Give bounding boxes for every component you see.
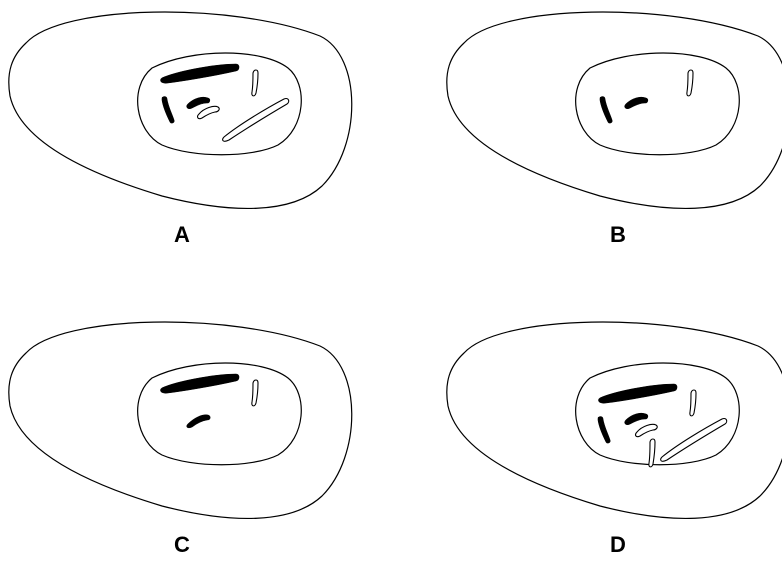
- small-hollow-mark: [197, 105, 220, 120]
- long-hollow-bar: [660, 418, 728, 462]
- outer-cell-outline: [8, 321, 353, 520]
- lower-hollow-mark: [648, 438, 656, 468]
- curved-dark-mark: [624, 412, 649, 425]
- panel-label: C: [174, 532, 190, 557]
- cell-drawing-b: [446, 11, 782, 210]
- curved-dark-mark: [186, 414, 211, 429]
- long-dark-bar: [160, 63, 240, 84]
- panel-label: B: [610, 222, 626, 247]
- cell-drawing-a: [8, 11, 353, 210]
- long-dark-bar: [598, 383, 678, 404]
- left-dark-streak: [599, 96, 613, 124]
- panel-d: D: [440, 310, 782, 575]
- panel-a: A: [2, 0, 372, 265]
- upright-hollow-mark: [686, 69, 694, 97]
- panel-b: B: [440, 0, 782, 265]
- panel-c: C: [2, 310, 372, 575]
- upright-hollow-mark: [689, 389, 697, 417]
- outer-cell-outline: [446, 11, 782, 210]
- upright-hollow-mark: [251, 69, 259, 97]
- long-hollow-bar: [222, 98, 290, 142]
- inner-nucleus-outline: [575, 52, 740, 156]
- panel-label: D: [610, 532, 626, 557]
- left-dark-streak: [597, 416, 611, 444]
- upright-hollow-mark: [251, 379, 259, 407]
- cell-drawing-d: [446, 321, 782, 520]
- inner-nucleus-outline: [575, 362, 740, 466]
- outer-cell-outline: [446, 321, 782, 520]
- outer-cell-outline: [8, 11, 353, 210]
- small-hollow-mark: [635, 423, 658, 438]
- curved-dark-mark: [624, 96, 649, 109]
- left-dark-streak: [161, 96, 175, 124]
- curved-dark-mark: [186, 96, 211, 109]
- inner-nucleus-outline: [137, 52, 302, 156]
- cell-drawing-c: [8, 321, 353, 520]
- long-dark-bar: [160, 373, 240, 394]
- panel-label: A: [174, 222, 190, 247]
- inner-nucleus-outline: [137, 362, 302, 466]
